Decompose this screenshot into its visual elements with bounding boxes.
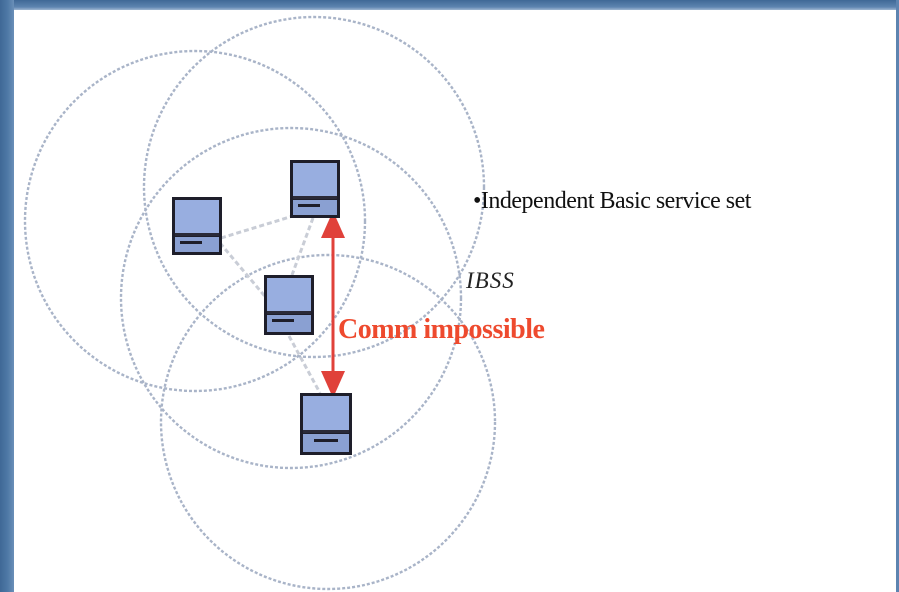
- range-circle-center: [119, 126, 463, 470]
- slide-frame-right: [896, 0, 899, 592]
- slide-content-panel: [14, 10, 896, 592]
- station-bottom-icon: [300, 393, 352, 455]
- link-left-center: [218, 242, 270, 301]
- station-left-icon: [172, 197, 222, 255]
- comm-impossible-label: Comm impossible: [338, 314, 545, 345]
- range-circle-left: [23, 49, 367, 393]
- link-left-top: [220, 214, 294, 240]
- link-center-bottom: [287, 335, 322, 394]
- bullet-independent-bss: •Independent Basic service set: [473, 188, 751, 214]
- station-top-icon: [290, 160, 340, 218]
- link-top-center: [290, 217, 315, 276]
- slide-frame-top: [0, 0, 899, 10]
- slide-frame-left: [0, 0, 14, 592]
- range-circle-top: [142, 15, 486, 359]
- station-center-icon: [264, 275, 314, 335]
- ibss-label: IBSS: [466, 268, 515, 293]
